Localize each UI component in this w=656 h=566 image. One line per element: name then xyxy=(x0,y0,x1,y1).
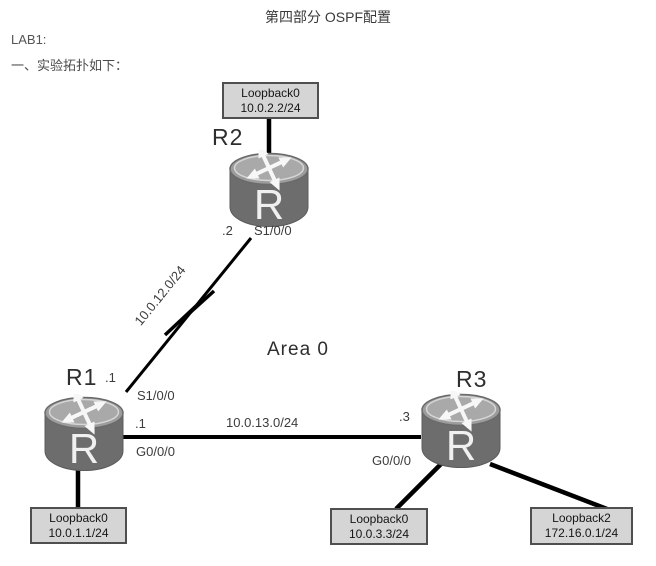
loopback-name: Loopback0 xyxy=(49,511,108,525)
router-r2-icon xyxy=(228,150,310,228)
link-r3-loopback2 xyxy=(489,461,608,512)
link-r3-loopback0 xyxy=(394,460,445,511)
loopback-ip: 172.16.0.1/24 xyxy=(544,526,619,540)
ip-label-r1-ethernet: .1 xyxy=(135,416,146,431)
router-r1-icon xyxy=(43,394,125,472)
page-title: 第四部分 OSPF配置 xyxy=(264,9,391,25)
lightning-bolt-icon xyxy=(163,289,216,337)
iface-label-r2-serial: S1/0/0 xyxy=(254,223,292,238)
router-r3-icon xyxy=(420,391,502,469)
loopback-box-r2: Loopback0 10.0.2.2/24 xyxy=(222,82,319,119)
router-label-r3: R3 xyxy=(456,366,488,392)
loopback-name: Loopback2 xyxy=(552,511,611,525)
iface-label-r1-serial: S1/0/0 xyxy=(137,388,175,403)
loopback-ip: 10.0.1.1/24 xyxy=(48,526,109,540)
router-label-r1: R1 xyxy=(66,364,98,390)
ip-label-r2-serial: .2 xyxy=(222,223,233,238)
loopback-ip: 10.0.3.3/24 xyxy=(348,527,410,541)
loopback-ip: 10.0.2.2/24 xyxy=(240,101,301,115)
ip-label-r3-ethernet: .3 xyxy=(399,409,410,424)
network-label-ethernet: 10.0.13.0/24 xyxy=(226,415,299,430)
loopback-box-r3-lo2: Loopback2 172.16.0.1/24 xyxy=(530,507,633,545)
intro-label: 一、实验拓扑如下： xyxy=(11,58,129,73)
loopback-name: Loopback0 xyxy=(349,512,409,526)
loopback-box-r1: Loopback0 10.0.1.1/24 xyxy=(30,507,127,544)
router-label-r2: R2 xyxy=(212,124,244,150)
ip-label-r1-serial: .1 xyxy=(105,370,116,385)
loopback-box-r3-lo0: Loopback0 10.0.3.3/24 xyxy=(330,508,428,545)
lab-label: LAB1: xyxy=(11,32,47,47)
iface-label-r1-ethernet: G0/0/0 xyxy=(136,444,176,459)
iface-label-r3-ethernet: G0/0/0 xyxy=(372,453,412,468)
area-label: Area 0 xyxy=(267,339,329,360)
loopback-name: Loopback0 xyxy=(241,86,300,100)
